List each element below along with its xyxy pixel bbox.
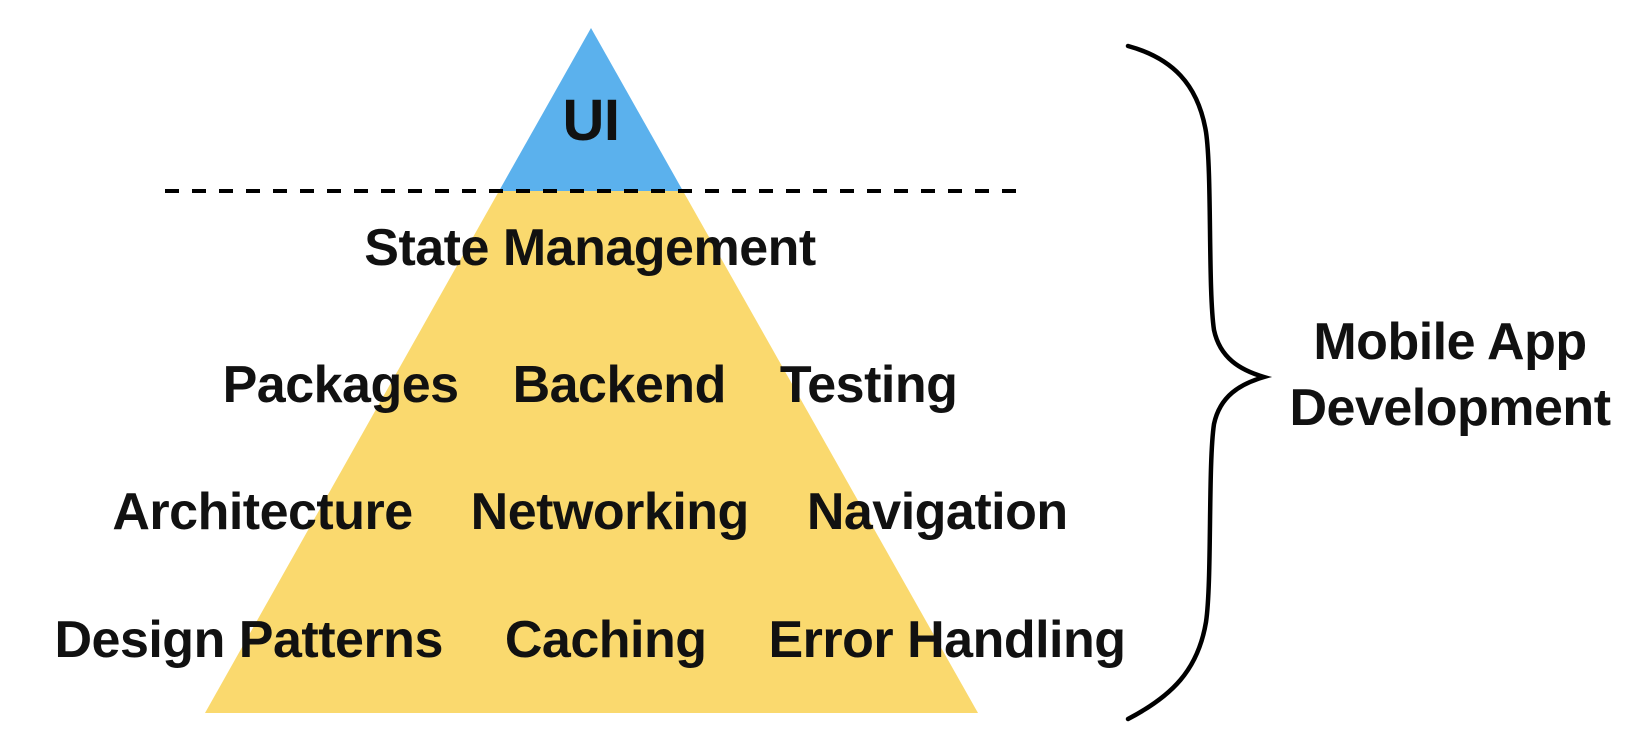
tier-item-testing: Testing bbox=[779, 356, 958, 414]
tier-item-caching: Caching bbox=[504, 611, 707, 669]
tier-row-state-management: State Management bbox=[0, 222, 1180, 274]
tier-item-error-handling: Error Handling bbox=[768, 611, 1127, 669]
tier-row-packages-backend-testing: Packages Backend Testing bbox=[0, 359, 1180, 411]
tier-item-packages: Packages bbox=[222, 356, 459, 414]
tier-row-architecture-networking-navigation: Architecture Networking Navigation bbox=[0, 486, 1180, 538]
brace-label-line2: Development bbox=[1289, 379, 1611, 437]
tier-item-networking: Networking bbox=[470, 483, 750, 541]
pyramid-body-shape bbox=[205, 191, 978, 713]
brace-label-line1: Mobile App bbox=[1313, 313, 1587, 371]
curly-brace bbox=[1125, 43, 1273, 722]
pyramid-apex-shape bbox=[499, 28, 683, 191]
tier-label-ui: UI bbox=[562, 88, 621, 153]
tier-item-navigation: Navigation bbox=[806, 483, 1068, 541]
brace-label: Mobile App Development bbox=[1270, 309, 1630, 441]
tier-item-backend: Backend bbox=[512, 356, 727, 414]
tier-row-designpatterns-caching-errorhandling: Design Patterns Caching Error Handling bbox=[0, 614, 1180, 666]
tier-item-state-management: State Management bbox=[364, 219, 816, 277]
tier-item-design-patterns: Design Patterns bbox=[54, 611, 443, 669]
tier-item-architecture: Architecture bbox=[112, 483, 413, 541]
